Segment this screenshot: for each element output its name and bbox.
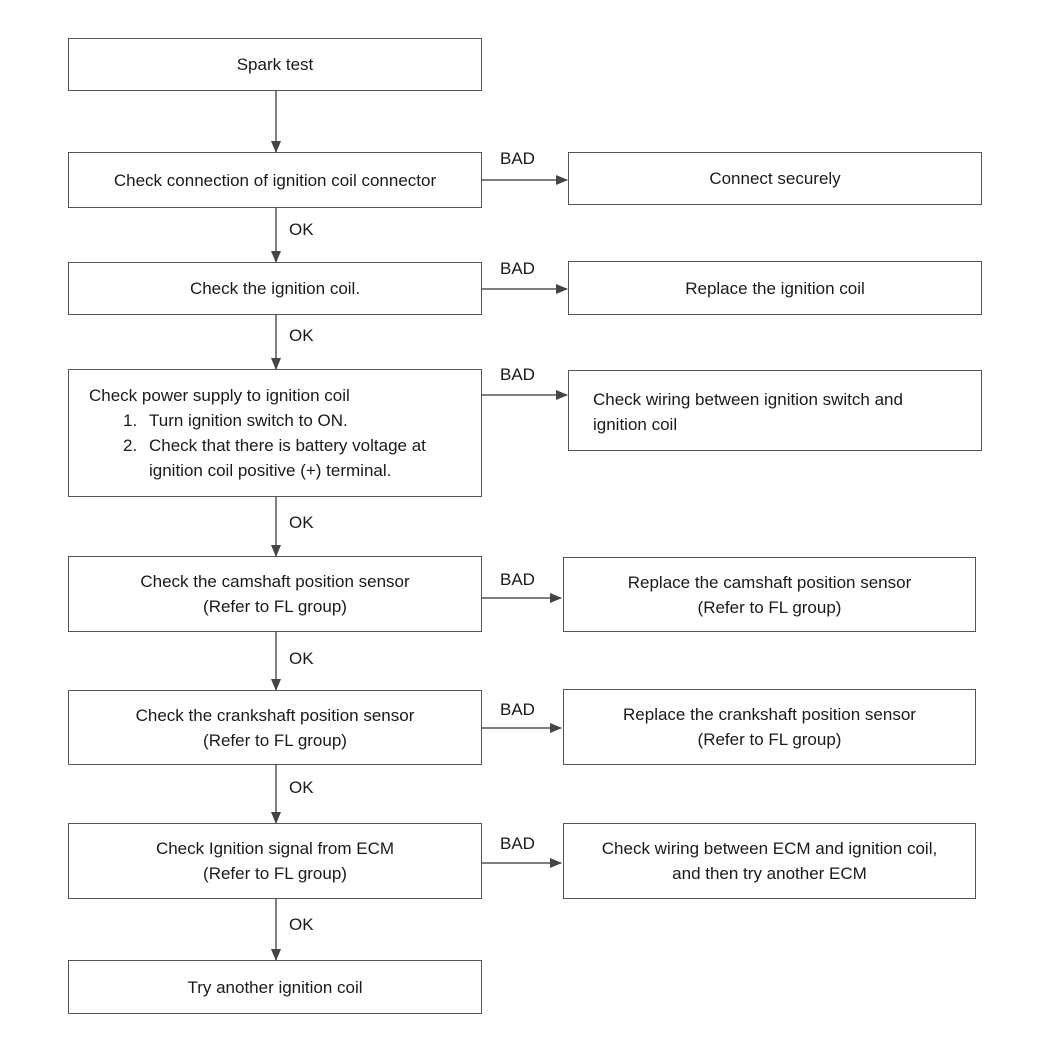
check-ecm-signal-text-line-1: Check Ignition signal from ECM — [155, 839, 395, 858]
spark-test-box: Spark test — [68, 38, 482, 91]
bad-label-crankshaft: BAD — [500, 700, 535, 719]
bad-label-power: BAD — [500, 365, 535, 384]
check-crankshaft-text-line-2: (Refer to FL group) — [203, 730, 347, 750]
power-step-1: 1. Turn ignition switch to ON. — [89, 408, 426, 433]
power-step-2: 2. Check that there is battery voltage a… — [89, 433, 426, 458]
check-crankshaft-text-line-1: Check the crankshaft position sensor — [135, 705, 415, 725]
check-wiring-switch-text-line-2: ignition coil — [593, 415, 678, 434]
spark-test-text: Spark test — [236, 55, 314, 74]
replace-crankshaft-text-line-1: Replace the crankshaft position sensor — [623, 705, 916, 724]
ok-label-ecm: OK — [289, 915, 314, 934]
check-wiring-ecm-text-line-1: Check wiring between ECM and ignition co… — [601, 839, 938, 858]
replace-camshaft-text-line-2: (Refer to FL group) — [697, 597, 842, 617]
try-another-coil-text: Try another ignition coil — [187, 977, 363, 997]
replace-crankshaft-text-line-2: (Refer to FL group) — [697, 730, 842, 749]
check-coil-box: Check the ignition coil. — [68, 262, 482, 315]
replace-camshaft-text-line-1: Replace the camshaft position sensor — [627, 572, 912, 592]
ok-label-connector: OK — [289, 220, 314, 239]
check-ecm-signal-box: Check Ignition signal from ECM (Refer to… — [68, 823, 482, 899]
ok-label-coil: OK — [289, 326, 314, 345]
check-crankshaft-box: Check the crankshaft position sensor (Re… — [68, 690, 482, 765]
check-connector-box: Check connection of ignition coil connec… — [68, 152, 482, 208]
connect-securely-box: Connect securely — [568, 152, 982, 205]
replace-crankshaft-box: Replace the crankshaft position sensor (… — [563, 689, 976, 765]
check-camshaft-box: Check the camshaft position sensor (Refe… — [68, 556, 482, 632]
power-step-2-text-line-1: Check that there is battery voltage at — [149, 436, 426, 455]
replace-camshaft-box: Replace the camshaft position sensor (Re… — [563, 557, 976, 632]
power-step-1-text: Turn ignition switch to ON. — [149, 411, 348, 430]
replace-coil-box: Replace the ignition coil — [568, 261, 982, 315]
check-wiring-ecm-box: Check wiring between ECM and ignition co… — [563, 823, 976, 899]
bad-label-ecm: BAD — [500, 834, 535, 853]
power-step-2-text-line-2: ignition coil positive (+) terminal. — [149, 461, 392, 480]
check-wiring-switch-box: Check wiring between ignition switch and… — [568, 370, 982, 451]
try-another-coil-box: Try another ignition coil — [68, 960, 482, 1014]
check-ecm-signal-text-line-2: (Refer to FL group) — [203, 864, 347, 883]
connect-securely-text: Connect securely — [709, 169, 841, 188]
check-camshaft-text-line-1: Check the camshaft position sensor — [140, 572, 410, 591]
check-camshaft-text-line-2: (Refer to FL group) — [203, 597, 347, 616]
check-wiring-ecm-text-line-2: and then try another ECM — [672, 864, 867, 883]
ok-label-crankshaft: OK — [289, 778, 314, 797]
check-power-box: Check power supply to ignition coil 1. T… — [68, 369, 482, 497]
bad-label-camshaft: BAD — [500, 570, 535, 589]
bad-label-coil: BAD — [500, 259, 535, 278]
bad-label-connector: BAD — [500, 149, 535, 168]
ok-label-power: OK — [289, 513, 314, 532]
replace-coil-text: Replace the ignition coil — [685, 278, 865, 298]
check-coil-text: Check the ignition coil. — [189, 279, 361, 298]
power-step-2-continued: ignition coil positive (+) terminal. — [89, 458, 426, 483]
check-power-title: Check power supply to ignition coil — [89, 386, 350, 405]
power-step-2-number: 2. — [123, 436, 138, 455]
check-power-steps: 1. Turn ignition switch to ON. 2. Check … — [89, 408, 426, 483]
check-wiring-switch-text-line-1: Check wiring between ignition switch and — [593, 390, 903, 409]
power-step-1-number: 1. — [123, 411, 138, 430]
ok-label-camshaft: OK — [289, 649, 314, 668]
check-connector-text: Check connection of ignition coil connec… — [113, 170, 437, 190]
